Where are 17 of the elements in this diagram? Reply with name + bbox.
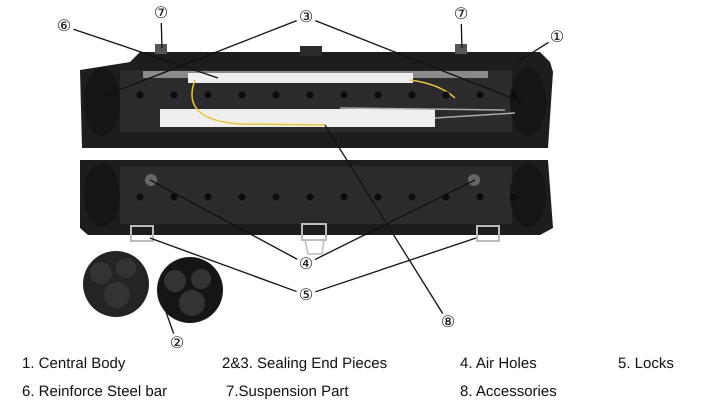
legend-note: 4. Air Holes (460, 355, 537, 373)
legend-note: 1. Central Body (22, 355, 126, 373)
leader-line (73, 28, 218, 79)
legend-note: 8. Accessories (460, 383, 557, 401)
legend-note: 6. Reinforce Steel bar (22, 383, 168, 401)
leader-line (516, 42, 549, 64)
leader-line (315, 237, 476, 292)
legend-note: 5. Locks (618, 355, 674, 373)
leader-line (165, 312, 174, 334)
legend-note: 2&3. Sealing End Pieces (222, 355, 388, 373)
leader-line (324, 124, 444, 314)
leader-line (314, 179, 476, 260)
leader-line (160, 22, 163, 48)
leader-line (150, 237, 297, 292)
leader-line (150, 179, 298, 260)
legend-note: 7.Suspension Part (226, 383, 349, 401)
leader-line (460, 24, 463, 48)
